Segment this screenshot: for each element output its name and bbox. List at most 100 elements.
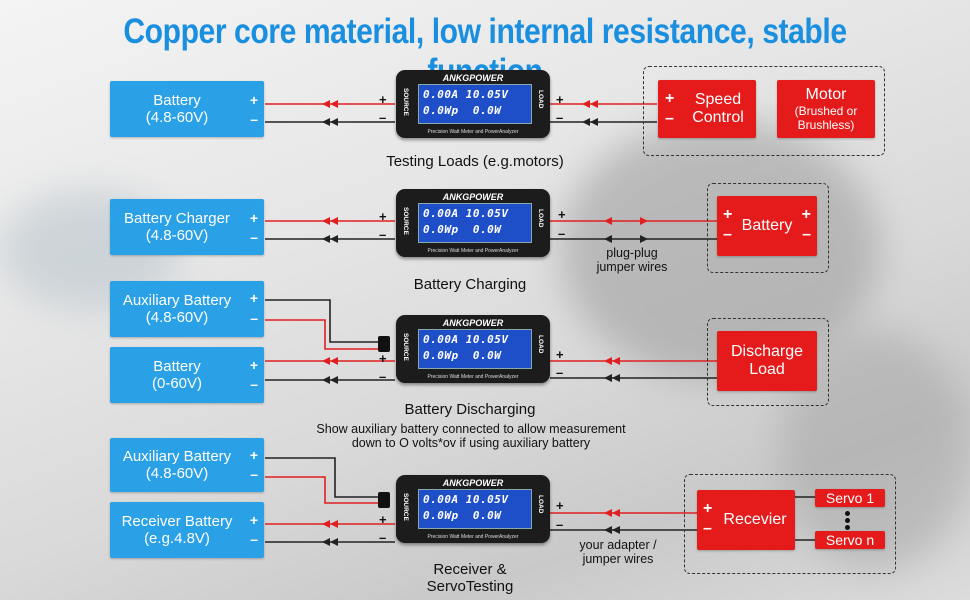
motor-label: Motor: [805, 86, 847, 103]
ellipsis-dot: [845, 511, 850, 516]
servo-n-label: Servo n: [825, 532, 875, 548]
meter-line-2: 0.0Wp 0.0W: [423, 509, 502, 522]
minus-sign: –: [723, 226, 732, 243]
ellipsis-dot: [845, 518, 850, 523]
battery-source-box: Battery(4.8-60V) + –: [110, 81, 264, 137]
servo-1-label: Servo 1: [825, 490, 875, 506]
minus-sign: –: [556, 517, 564, 532]
charger-source-box: Battery Charger(4.8-60V) + –: [110, 199, 264, 255]
meter-line-1: 0.00A 10.05V: [423, 333, 509, 346]
meter-source-label: SOURCE: [402, 88, 409, 116]
receiver-box: + – Recevier: [697, 490, 795, 550]
plus-sign: +: [249, 447, 258, 463]
meter-subtitle: Precision Watt Meter and PowerAnalyzer: [427, 534, 519, 540]
meter-line-2: 0.0Wp 0.0W: [423, 104, 502, 117]
plus-sign: +: [801, 206, 811, 223]
battery-range: (4.8-60V): [145, 109, 209, 126]
minus-sign: –: [379, 369, 387, 384]
minus-sign: –: [379, 530, 387, 545]
aux-battery-name: Auxiliary Battery: [122, 448, 232, 465]
aux-connector: [378, 492, 390, 508]
discharge-load-label: Discharge Load: [730, 343, 804, 378]
section-caption: Testing Loads (e.g.motors): [386, 153, 564, 170]
minus-sign: –: [250, 531, 258, 547]
meter-brand: ANKGPOWER: [442, 192, 504, 202]
power-meter: ANKGPOWER 0.00A 10.05V 0.0Wp 0.0W Precis…: [396, 70, 550, 138]
aux-battery-range: (4.8-60V): [145, 309, 209, 326]
aux-note-line-1: Show auxiliary battery connected to allo…: [316, 422, 626, 436]
minus-sign: –: [556, 365, 564, 380]
battery-range: (0-60V): [151, 375, 203, 392]
aux-connector: [378, 336, 390, 352]
battery-box: + – + – Battery: [717, 196, 817, 256]
meter-screen: 0.00A 10.05V 0.0Wp 0.0W: [418, 329, 532, 369]
charger-range: (4.8-60V): [145, 227, 209, 244]
power-meter: ANKGPOWER 0.00A 10.05V 0.0Wp 0.0W Precis…: [396, 475, 550, 543]
minus-sign: –: [665, 110, 674, 127]
speed-control-box: + – Speed Control: [658, 80, 756, 138]
meter-load-label: LOAD: [537, 209, 544, 228]
meter-line-2: 0.0Wp 0.0W: [423, 349, 502, 362]
meter-load-label: LOAD: [537, 335, 544, 354]
meter-brand: ANKGPOWER: [442, 478, 504, 488]
motor-sub-label: (Brushed or Brushless): [794, 104, 858, 132]
load-group-frame: [643, 66, 885, 156]
aux-note: Show auxiliary battery connected to allo…: [290, 422, 652, 450]
adapter-note-line-2: jumper wires: [582, 552, 654, 566]
minus-sign: –: [379, 227, 387, 242]
meter-line-1: 0.00A 10.05V: [423, 207, 509, 220]
servo-1-box: Servo 1: [815, 489, 885, 507]
power-meter: ANKGPOWER 0.00A 10.05V 0.0Wp 0.0W Precis…: [396, 189, 550, 257]
minus-sign: –: [250, 229, 258, 245]
jumper-note: plug-plug jumper wires: [596, 246, 668, 274]
minus-sign: –: [250, 310, 258, 326]
meter-subtitle: Precision Watt Meter and PowerAnalyzer: [427, 129, 519, 135]
plus-sign: +: [665, 90, 675, 107]
meter-brand: ANKGPOWER: [442, 318, 504, 328]
plus-sign: +: [379, 209, 387, 224]
discharge-load-box: Discharge Load: [717, 331, 817, 391]
plus-sign: +: [703, 500, 713, 517]
battery-source-box: Battery(0-60V) + –: [110, 347, 264, 403]
plus-sign: +: [249, 210, 258, 226]
power-meter: ANKGPOWER 0.00A 10.05V 0.0Wp 0.0W Precis…: [396, 315, 550, 383]
motor-box: Motor(Brushed or Brushless): [777, 80, 875, 138]
plus-sign: +: [558, 207, 566, 222]
plus-sign: +: [379, 351, 387, 366]
aux-battery-box: Auxiliary Battery(4.8-60V) + –: [110, 438, 264, 492]
minus-sign: –: [250, 466, 258, 482]
battery-label: Battery: [741, 217, 793, 234]
minus-sign: –: [802, 226, 811, 243]
plus-sign: +: [379, 92, 387, 107]
battery-name: Battery: [153, 358, 201, 375]
minus-sign: –: [250, 376, 258, 392]
ellipsis-dot: [845, 525, 850, 530]
meter-screen: 0.00A 10.05V 0.0Wp 0.0W: [418, 84, 532, 124]
plus-sign: +: [379, 512, 387, 527]
plus-sign: +: [249, 92, 258, 108]
caption-line-2: ServoTesting: [426, 578, 514, 595]
aux-battery-name: Auxiliary Battery: [122, 292, 232, 309]
servo-n-box: Servo n: [815, 531, 885, 549]
plus-sign: +: [556, 92, 564, 107]
meter-line-1: 0.00A 10.05V: [423, 88, 509, 101]
receiver-frame: [684, 474, 896, 574]
discharge-load-frame: [707, 318, 829, 406]
meter-load-label: LOAD: [537, 495, 544, 514]
section-caption: Receiver & ServoTesting: [370, 561, 570, 595]
minus-sign: –: [379, 110, 387, 125]
aux-battery-range: (4.8-60V): [145, 465, 209, 482]
meter-load-label: LOAD: [537, 90, 544, 109]
meter-source-label: SOURCE: [402, 333, 409, 361]
battery-name: Battery: [153, 92, 201, 109]
minus-sign: –: [558, 226, 566, 241]
minus-sign: –: [250, 111, 258, 127]
speed-control-label: Speed Control: [692, 91, 744, 126]
charger-name: Battery Charger: [124, 210, 230, 227]
section-caption: Battery Charging: [413, 276, 527, 293]
plus-sign: +: [249, 290, 258, 306]
minus-sign: –: [703, 520, 712, 537]
meter-screen: 0.00A 10.05V 0.0Wp 0.0W: [418, 489, 532, 529]
meter-source-label: SOURCE: [402, 493, 409, 521]
